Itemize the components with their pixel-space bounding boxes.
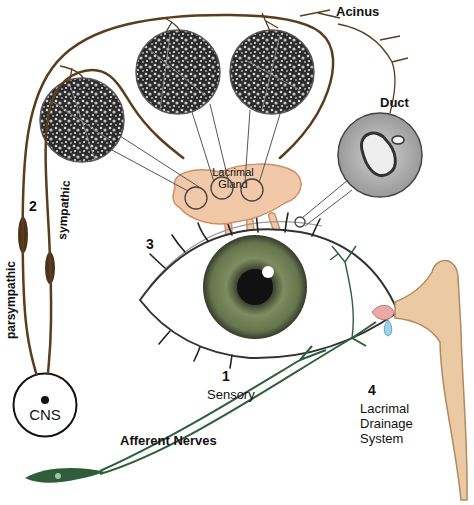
nerve-connector (46, 70, 184, 373)
node-outline (12, 372, 78, 438)
cns-outline (14, 374, 77, 437)
tissue-septum (150, 35, 205, 110)
eyelash (150, 254, 165, 268)
zoom-line (192, 104, 228, 182)
zoom-line (245, 110, 280, 183)
part-name: Lacrimal Drainage System (360, 401, 424, 446)
cns-dot (41, 396, 49, 404)
tear-drop (216, 254, 227, 278)
zoom-lines (112, 104, 352, 226)
cns-circle: CNS (12, 372, 78, 438)
nerve-branches (60, 10, 408, 113)
lacrimal-gland: Lacrimal Gland (165, 158, 305, 238)
node-text: CNS (12, 406, 78, 423)
zoom-circle (211, 177, 233, 199)
eyelash (312, 219, 320, 236)
sensory-nerve (100, 322, 376, 474)
nerve-branch (300, 10, 340, 18)
nerve-branch (165, 18, 180, 32)
eyelash (198, 223, 208, 241)
eyelashes (150, 213, 320, 368)
excretory-duct (228, 216, 282, 252)
eyelash (226, 216, 232, 235)
iris (203, 235, 307, 339)
lid-crease (150, 222, 322, 286)
micrograph (40, 30, 422, 197)
eyelash (230, 355, 232, 368)
callout-number: 1 (222, 368, 230, 384)
nerve-label: sympathic (55, 180, 73, 240)
duct-lumen (361, 133, 395, 175)
pupil (237, 269, 273, 305)
duct-micrograph (338, 113, 422, 197)
eyelash (194, 347, 200, 361)
part-name: Duct (380, 95, 409, 110)
parasympathetic-ganglion (18, 217, 28, 253)
acinus-micrograph (230, 30, 314, 114)
tissue-septum (50, 85, 110, 160)
nerve-branch (338, 24, 408, 113)
nerve-branch (60, 66, 84, 80)
nerve-branch (262, 13, 278, 31)
zoom-line (112, 136, 199, 191)
nerve-label: Afferent Nerves (120, 433, 217, 448)
node-text: Lacrimal Gland (201, 166, 265, 190)
part-name: Acinus (336, 4, 379, 19)
sympathetic-ganglion (45, 252, 55, 284)
zoom-circle (241, 179, 263, 201)
eye-outline (140, 229, 398, 358)
nerve-label: Sensory (207, 387, 255, 402)
sensory-nerves (100, 246, 376, 474)
sensory-branch (330, 246, 356, 338)
eyelash (172, 235, 185, 252)
zoom-circle (185, 187, 207, 209)
node-outline (165, 158, 305, 238)
zoom-line (302, 180, 352, 226)
callout-number: 4 (368, 382, 376, 398)
acinus-micrograph (136, 30, 220, 114)
drainage-system (395, 260, 467, 500)
ganglion-nucleus (55, 473, 61, 479)
nerve-label: parsympathic (4, 261, 18, 339)
tear-drop (384, 320, 392, 336)
eyelash (285, 213, 288, 232)
highlight (262, 266, 274, 278)
tissue-septum (245, 35, 300, 110)
sensory-nerve (100, 346, 326, 471)
nerve-connector (23, 15, 333, 374)
duct-lumen (392, 136, 404, 144)
gland-ducts (228, 216, 282, 252)
eyelash (159, 331, 170, 344)
zoom-circle (295, 217, 305, 227)
acinus-micrograph (40, 78, 124, 162)
caruncle (372, 305, 394, 319)
callout-number: 3 (146, 236, 154, 252)
excretory-duct (228, 216, 282, 252)
gland-outline (173, 164, 301, 224)
sensory-ganglion (25, 468, 105, 483)
callout-number: 2 (29, 198, 37, 214)
eyelash (256, 213, 258, 232)
